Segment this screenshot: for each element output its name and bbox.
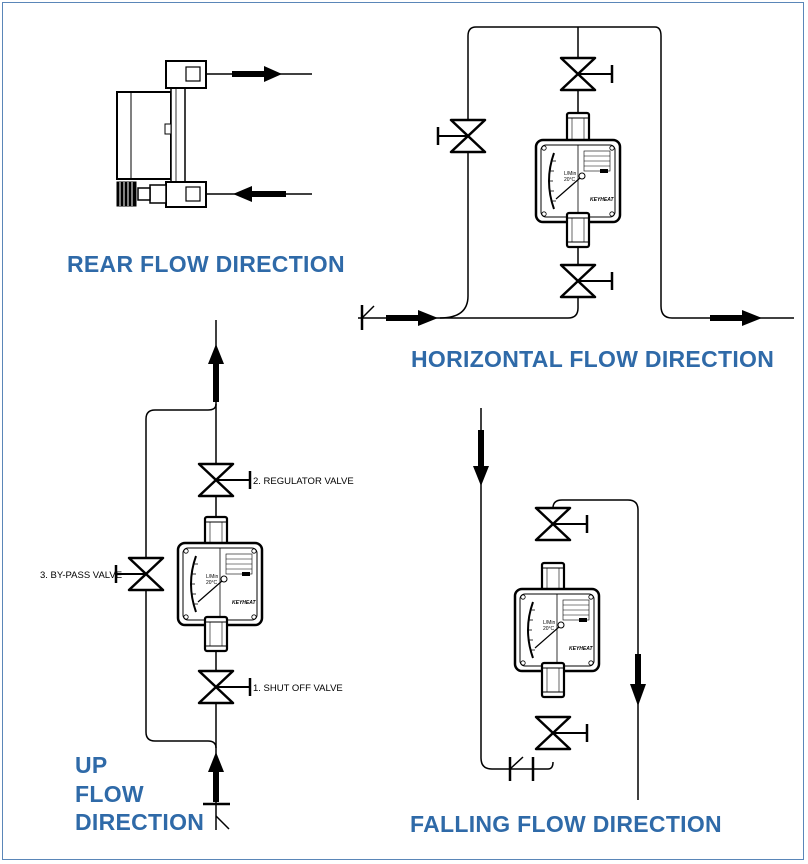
- falling-regulator-valve-icon: [534, 506, 589, 542]
- up-flow-title-line3: DIRECTION: [75, 809, 204, 835]
- falling-flow-title: FALLING FLOW DIRECTION: [410, 811, 722, 837]
- regulator-valve-label: 2. REGULATOR VALVE: [253, 476, 354, 487]
- bypass-valve-label: 3. BY-PASS VALVE: [40, 570, 122, 581]
- up-flowmeter-icon: [176, 541, 264, 627]
- up-flow-title-line2: FLOW: [75, 781, 144, 807]
- regulator-valve-icon: [197, 462, 252, 498]
- rear-flow-title: REAR FLOW DIRECTION: [67, 251, 345, 277]
- rear-flow-diagram: [116, 60, 312, 208]
- falling-flow-diagram: [473, 408, 646, 800]
- up-flow-title-line1: UP: [75, 752, 108, 778]
- shutoff-valve-icon: [197, 669, 252, 705]
- bypass-valve-icon: [114, 556, 165, 592]
- horizontal-regulator-valve-icon: [559, 56, 614, 92]
- shutoff-valve-label: 1. SHUT OFF VALVE: [253, 683, 343, 694]
- horizontal-flow-title: HORIZONTAL FLOW DIRECTION: [411, 346, 774, 372]
- horizontal-coupling-bottom-icon: [565, 211, 591, 249]
- horizontal-shutoff-valve-icon: [559, 263, 614, 299]
- horizontal-bypass-valve-icon: [436, 118, 487, 154]
- falling-shutoff-valve-icon: [534, 715, 589, 751]
- horizontal-flowmeter-icon: [534, 138, 622, 224]
- up-coupling-bottom-icon: [203, 615, 229, 653]
- falling-flowmeter-icon: [513, 587, 601, 673]
- falling-coupling-bottom-icon: [540, 661, 566, 699]
- horizontal-flow-diagram: [358, 26, 794, 330]
